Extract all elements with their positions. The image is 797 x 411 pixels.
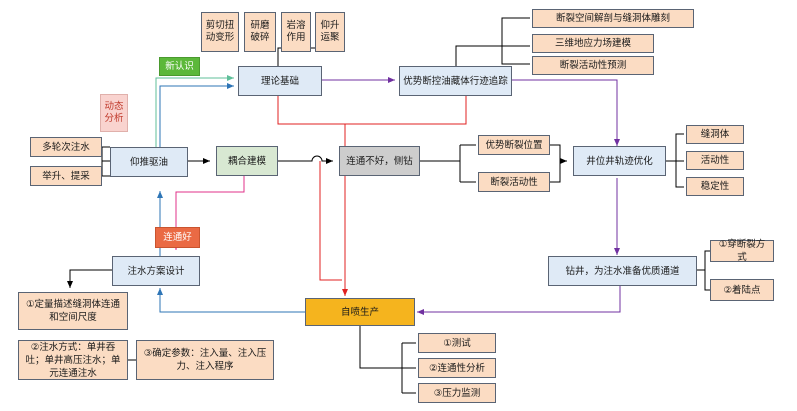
connect-poor-box: 连通不好，侧钻 (339, 146, 420, 176)
drilling-item-label: ②着陆点 (723, 284, 761, 296)
drilling-item-2: ②着陆点 (710, 279, 774, 301)
plan-item-1: ①定量描述缝洞体连通和空间尺度 (18, 292, 128, 330)
well-opt-box: 井位井轨迹优化 (573, 146, 666, 176)
flow-item-label: ③压力监测 (433, 387, 481, 399)
flow-items-bracket (359, 326, 416, 394)
tracking-item-1: 断裂空间解剖与缝洞体雕刻 (532, 9, 694, 28)
theory-label: 理论基础 (260, 75, 299, 87)
mechanism-label: 剪切扭动变形 (205, 20, 235, 43)
tracking-bracket (455, 17, 530, 66)
connect-good-label: 连通好 (163, 232, 192, 243)
dynamic-analysis-tag: 动态分析 (100, 94, 128, 132)
tracking-item-label: 断裂空间解剖与缝洞体雕刻 (555, 13, 670, 24)
drilling-to-flow-arrow (417, 286, 621, 315)
tracking-label: 优势断控油藏体行迹追踪 (403, 75, 508, 87)
input-box-1: 多轮次注水 (30, 137, 102, 157)
fault-to-well-arrow (550, 144, 567, 183)
connect-good-tag: 连通好 (155, 227, 200, 248)
input-label: 多轮次注水 (42, 141, 90, 153)
input-box-2: 举升、提采 (30, 166, 102, 186)
fault-item-2: 断裂活动性 (478, 172, 550, 192)
mechanism-box-3: 岩溶作用 (281, 12, 311, 52)
model-to-poor-arrow (278, 155, 333, 164)
tracking-box: 优势断控油藏体行迹追踪 (399, 66, 512, 96)
water-plan-label: 注水方案设计 (127, 265, 185, 277)
tracking-item-label: 断裂活动性预测 (559, 60, 627, 71)
fault-item-1: 优势断裂位置 (478, 135, 550, 155)
tracking-item-3: 断裂活动性预测 (532, 56, 654, 75)
red-loop (277, 96, 467, 125)
plan-item-3: ③确定参数：注入量、注入压力、注入程序 (136, 340, 274, 380)
well-items-bracket (666, 133, 684, 188)
well-item-3: 稳定性 (686, 177, 744, 196)
tracking-to-well-arrow (512, 79, 620, 146)
well-item-1: 缝洞体 (686, 125, 744, 144)
flow-item-label: ②连通性分析 (428, 362, 486, 374)
plan-item-label: ③确定参数：注入量、注入压力、注入程序 (143, 348, 267, 372)
mechanism-box-1: 剪切扭动变形 (201, 12, 239, 52)
theory-box: 理论基础 (238, 66, 322, 96)
tracking-item-2: 三维地应力场建模 (532, 34, 654, 53)
drilling-box: 钻井，为注水准备优质通道 (548, 256, 697, 286)
plan-item-2: ②注水方式：单井吞吐；单井高压注水；单元连通注水 (18, 340, 128, 380)
well-opt-label: 井位井轨迹优化 (586, 155, 653, 167)
flow-item-1: ①测试 (418, 333, 496, 353)
model-to-plan-arrow (173, 176, 245, 250)
drive-to-theory-arrow (159, 83, 234, 147)
fault-item-label: 断裂活动性 (490, 176, 538, 188)
mechanism-box-2: 研磨破碎 (244, 12, 276, 52)
flow-item-2: ②连通性分析 (418, 358, 496, 378)
coupled-model-label: 耦合建模 (227, 155, 266, 167)
fault-item-label: 优势断裂位置 (485, 139, 543, 151)
poor-to-fault-bracket (420, 144, 476, 183)
input-label: 举升、提采 (42, 170, 90, 182)
mechanism-label: 研磨破碎 (250, 20, 270, 43)
injection-drive-box: 仰推驱油 (110, 147, 188, 177)
plan-to-items-arrow (67, 269, 112, 288)
connect-poor-label: 连通不好，侧钻 (346, 155, 413, 167)
dynamic-analysis-label: 动态分析 (104, 101, 124, 124)
well-item-label: 活动性 (700, 155, 730, 166)
red-branch (319, 161, 342, 281)
mechanism-box-4: 仰升运聚 (315, 12, 345, 52)
well-item-label: 稳定性 (700, 181, 730, 192)
plan-item-label: ②注水方式：单井吞吐；单井高压注水；单元连通注水 (25, 341, 121, 379)
new-insight-tag: 新认识 (159, 57, 200, 76)
coupled-model-box: 耦合建模 (216, 146, 278, 176)
natural-flow-box: 自喷生产 (305, 298, 415, 326)
drilling-items-bracket (697, 250, 710, 291)
well-item-label: 缝洞体 (700, 129, 730, 140)
mechanism-label: 岩溶作用 (286, 20, 306, 43)
natural-flow-label: 自喷生产 (340, 306, 379, 318)
insight-arrow (155, 75, 234, 147)
injection-drive-label: 仰推驱油 (129, 156, 168, 168)
well-item-2: 活动性 (686, 151, 744, 170)
drilling-item-label: ①穿断裂方式 (718, 239, 766, 263)
drilling-label: 钻井，为注水准备优质通道 (565, 265, 680, 277)
drilling-item-1: ①穿断裂方式 (710, 239, 774, 263)
water-plan-box: 注水方案设计 (112, 256, 200, 286)
flow-item-3: ③压力监测 (418, 383, 496, 403)
flow-item-label: ①测试 (443, 337, 471, 349)
plan-item-label: ①定量描述缝洞体连通和空间尺度 (25, 299, 121, 323)
mechanism-label: 仰升运聚 (320, 20, 340, 43)
tracking-item-label: 三维地应力场建模 (554, 38, 631, 49)
flow-to-plan-arrow (157, 288, 305, 313)
input-bracket (101, 146, 110, 177)
new-insight-label: 新认识 (165, 61, 194, 72)
